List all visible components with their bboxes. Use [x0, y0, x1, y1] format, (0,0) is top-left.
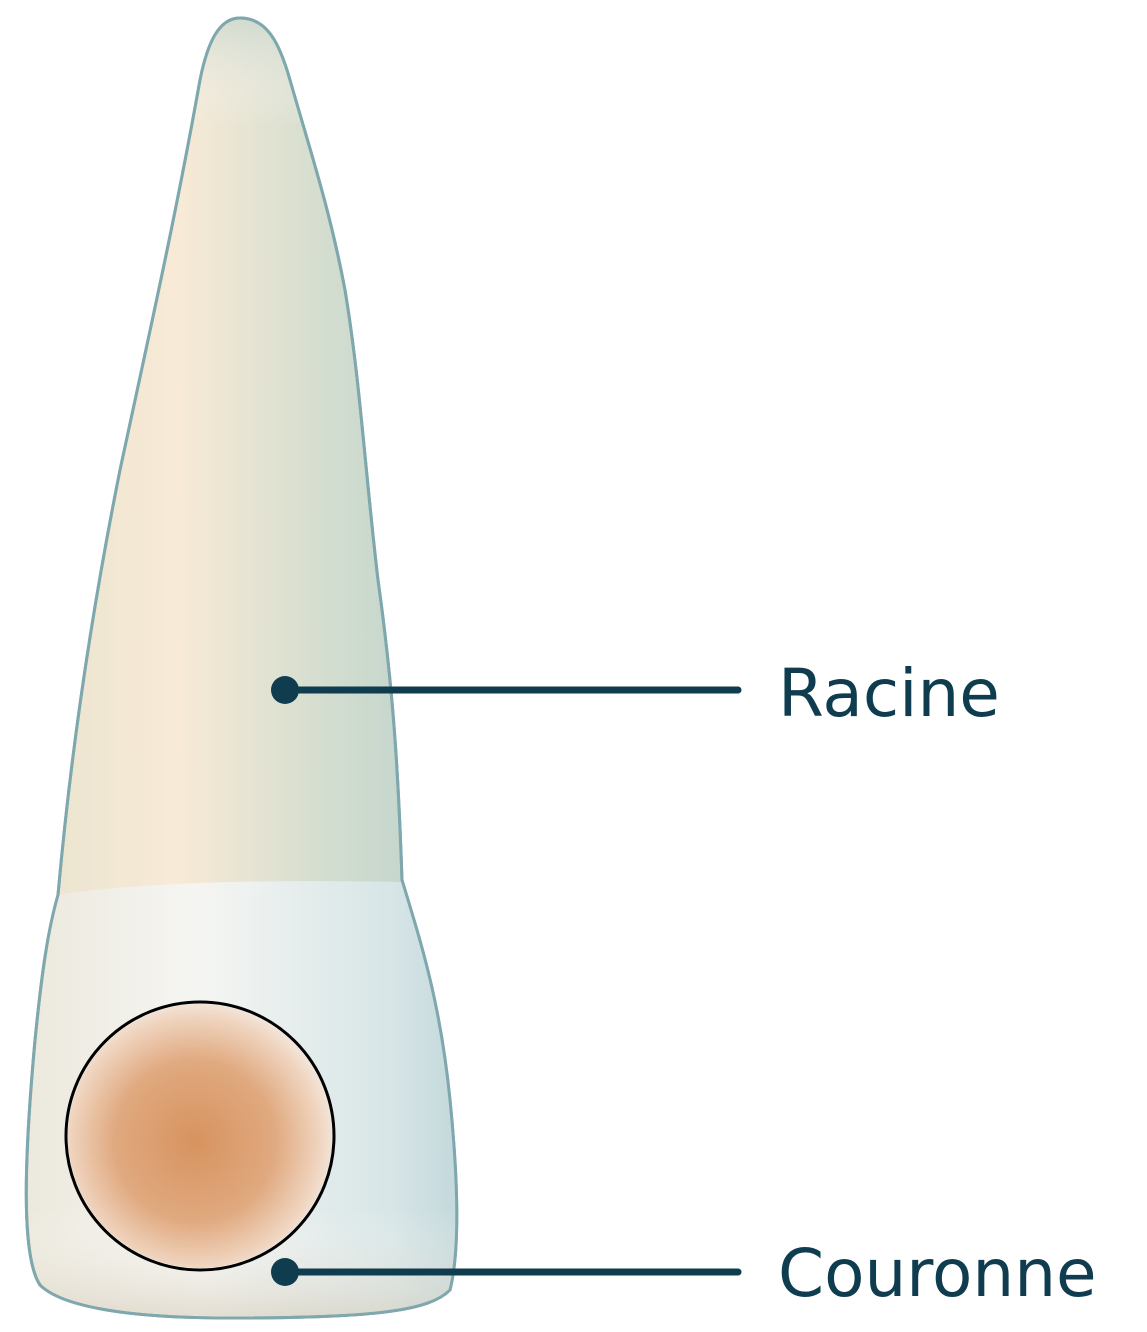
tooth	[26, 18, 457, 1318]
root-apex-shade	[170, 20, 345, 290]
root-label: Racine	[778, 655, 1000, 732]
crown-label: Couronne	[778, 1235, 1097, 1312]
cavity-spot	[68, 1004, 332, 1268]
